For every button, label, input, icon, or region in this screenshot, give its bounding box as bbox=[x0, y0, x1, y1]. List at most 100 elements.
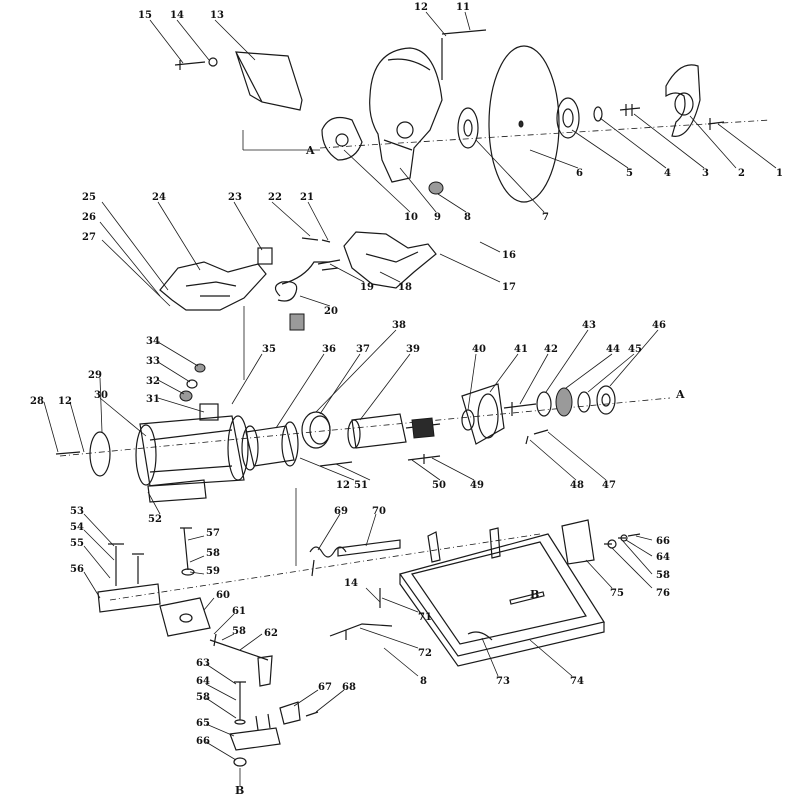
callout-70: 70 bbox=[372, 506, 386, 517]
callout-74: 74 bbox=[570, 676, 584, 687]
ref-letter-b-bottom: B bbox=[235, 784, 244, 797]
ref-letter-b-base: B bbox=[530, 588, 539, 601]
callout-33: 33 bbox=[146, 356, 160, 367]
callout-8: 8 bbox=[464, 212, 471, 223]
callout-66-b: 66 bbox=[656, 536, 670, 547]
power-cable bbox=[274, 261, 330, 302]
callout-56: 56 bbox=[70, 564, 84, 575]
motor-housing bbox=[139, 415, 245, 487]
vise-screw bbox=[209, 633, 269, 661]
callout-45: 45 bbox=[628, 344, 642, 355]
blade-guard-assembly bbox=[149, 11, 777, 213]
callout-15: 15 bbox=[138, 10, 152, 21]
callout-21: 21 bbox=[300, 192, 314, 203]
callout-2: 2 bbox=[738, 168, 745, 179]
callout-31: 31 bbox=[146, 394, 160, 405]
callout-1: 1 bbox=[776, 168, 783, 179]
ref-letter-a-top: A bbox=[305, 144, 315, 157]
callout-32: 32 bbox=[146, 376, 160, 387]
callout-68: 68 bbox=[342, 682, 356, 693]
callout-19: 19 bbox=[360, 282, 374, 293]
callout-14-base: 14 bbox=[344, 578, 358, 589]
outer-flange bbox=[556, 97, 580, 139]
callout-73: 73 bbox=[496, 676, 510, 687]
handle-right-half bbox=[343, 231, 437, 289]
callout-69: 69 bbox=[334, 506, 348, 517]
return-spring bbox=[309, 546, 347, 577]
inner-flange bbox=[457, 107, 479, 149]
callout-27: 27 bbox=[82, 232, 96, 243]
callout-3: 3 bbox=[702, 168, 709, 179]
drive-gear bbox=[555, 387, 573, 417]
motor-end-cover bbox=[89, 431, 111, 477]
callout-34: 34 bbox=[146, 336, 160, 347]
callout-62: 62 bbox=[264, 628, 278, 639]
callout-36: 36 bbox=[322, 344, 336, 355]
callout-25: 25 bbox=[82, 192, 96, 203]
callout-29: 29 bbox=[88, 370, 102, 381]
ref-letter-a-motor: A bbox=[675, 388, 685, 401]
fence bbox=[561, 519, 595, 565]
callout-64-b: 64 bbox=[656, 552, 670, 563]
callout-50: 50 bbox=[432, 480, 446, 491]
callout-37: 37 bbox=[356, 344, 370, 355]
armature bbox=[351, 413, 407, 449]
callout-71: 71 bbox=[418, 612, 432, 623]
callout-64: 64 bbox=[196, 676, 210, 687]
callout-49: 49 bbox=[470, 480, 484, 491]
callout-58-d: 58 bbox=[656, 570, 670, 581]
callout-6: 6 bbox=[576, 168, 583, 179]
handle-assembly bbox=[99, 201, 501, 380]
callout-12-motor: 12 bbox=[336, 480, 350, 491]
handle-left-half bbox=[159, 261, 267, 311]
guard-flange bbox=[321, 117, 363, 161]
callout-47: 47 bbox=[602, 480, 616, 491]
callout-58-c: 58 bbox=[196, 692, 210, 703]
callout-30: 30 bbox=[94, 390, 108, 401]
callout-57: 57 bbox=[206, 528, 220, 539]
callout-23: 23 bbox=[228, 192, 242, 203]
callout-28: 28 bbox=[30, 396, 44, 407]
callout-54: 54 bbox=[70, 522, 84, 533]
callout-58: 58 bbox=[206, 548, 220, 559]
callout-44: 44 bbox=[606, 344, 620, 355]
motor-assembly bbox=[43, 329, 671, 515]
callout-59: 59 bbox=[206, 566, 220, 577]
callout-75: 75 bbox=[610, 588, 624, 599]
callout-55: 55 bbox=[70, 538, 84, 549]
guard-bracket bbox=[234, 51, 303, 111]
callout-5: 5 bbox=[626, 168, 633, 179]
callout-41: 41 bbox=[514, 344, 528, 355]
callout-63: 63 bbox=[196, 658, 210, 669]
callout-12: 12 bbox=[414, 2, 428, 13]
callout-67: 67 bbox=[318, 682, 332, 693]
callout-7: 7 bbox=[542, 212, 549, 223]
callout-43: 43 bbox=[582, 320, 596, 331]
callout-16: 16 bbox=[502, 250, 516, 261]
vise-jaw bbox=[229, 713, 281, 751]
callout-60: 60 bbox=[216, 590, 230, 601]
callout-14: 14 bbox=[170, 10, 184, 21]
callout-9: 9 bbox=[434, 212, 441, 223]
callout-72: 72 bbox=[418, 648, 432, 659]
callout-65: 65 bbox=[196, 718, 210, 729]
callout-46: 46 bbox=[652, 320, 666, 331]
rear-block bbox=[97, 583, 161, 613]
callout-48: 48 bbox=[570, 480, 584, 491]
callout-40: 40 bbox=[472, 344, 486, 355]
callout-39: 39 bbox=[406, 344, 420, 355]
base-assembly bbox=[83, 488, 653, 786]
stator bbox=[245, 425, 295, 467]
callout-26: 26 bbox=[82, 212, 96, 223]
callout-24: 24 bbox=[152, 192, 166, 203]
gear-housing bbox=[461, 383, 505, 445]
callout-35: 35 bbox=[262, 344, 276, 355]
callout-52: 52 bbox=[148, 514, 162, 525]
callout-11: 11 bbox=[456, 2, 470, 13]
callout-10: 10 bbox=[404, 212, 418, 223]
callout-58-b: 58 bbox=[232, 626, 246, 637]
callout-17: 17 bbox=[502, 282, 516, 293]
lower-blade-guard bbox=[665, 64, 701, 137]
pivot-shaft bbox=[337, 539, 401, 557]
